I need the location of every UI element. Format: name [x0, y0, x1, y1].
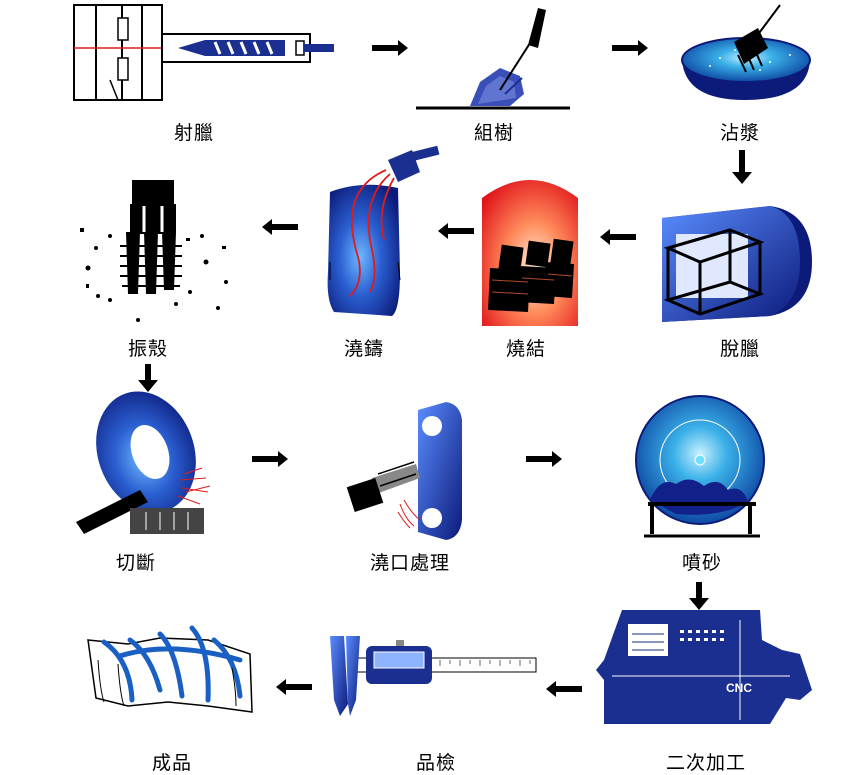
finished-product-illustration: [87, 625, 253, 713]
cnc-machining-illustration: CNC: [596, 610, 812, 724]
step-label-tree-assembly: 組樹: [473, 122, 514, 144]
step-label-sandblasting: 噴砂: [681, 552, 722, 574]
arrow-right-icon: [252, 451, 288, 467]
cnc-badge: CNC: [726, 681, 752, 695]
step-label-finished-product: 成品: [151, 752, 192, 774]
shell-fragments: [80, 228, 228, 322]
gate-grinding-illustration: [346, 402, 462, 540]
flow-arrows: [138, 40, 752, 697]
dewax-illustration: [662, 206, 812, 322]
step-label-inspection: 品檢: [415, 752, 456, 774]
step-label-wax-injection: 射臘: [173, 122, 214, 144]
arrow-left-icon: [262, 219, 298, 235]
arrow-left-icon: [600, 229, 636, 245]
step-label-casting: 澆鑄: [343, 338, 384, 360]
casting-illustration: [327, 145, 440, 316]
arrow-right-icon: [612, 40, 648, 56]
wax-injection-illustration: [73, 4, 334, 101]
sandblasting-illustration: [635, 395, 765, 538]
arrow-right-icon: [372, 40, 408, 56]
sintering-illustration: [482, 180, 578, 326]
step-label-cnc-machining: 二次加工: [665, 752, 746, 774]
arrow-right-icon: [526, 451, 562, 467]
arrow-down-icon: [732, 150, 752, 184]
arrow-down-icon: [689, 582, 709, 610]
step-label-dewax: 脫臘: [719, 338, 760, 360]
slurry-dip-illustration: [681, 4, 811, 100]
arrow-left-icon: [546, 681, 582, 697]
arrow-down-icon: [138, 364, 158, 392]
arrow-left-icon: [276, 679, 312, 695]
inspection-caliper-illustration: [330, 636, 537, 716]
step-label-slurry-dip: 沾漿: [719, 122, 760, 144]
step-label-shell-removal: 振殼: [127, 338, 168, 360]
shell-removal-illustration: [80, 180, 228, 322]
tree-assembly-illustration: [416, 8, 570, 110]
step-label-gate-grinding: 澆口處理: [369, 552, 450, 574]
arrow-left-icon: [438, 223, 474, 239]
cutting-illustration: [76, 391, 211, 534]
step-label-sintering: 燒結: [505, 338, 546, 360]
step-label-cutting: 切斷: [115, 552, 156, 574]
